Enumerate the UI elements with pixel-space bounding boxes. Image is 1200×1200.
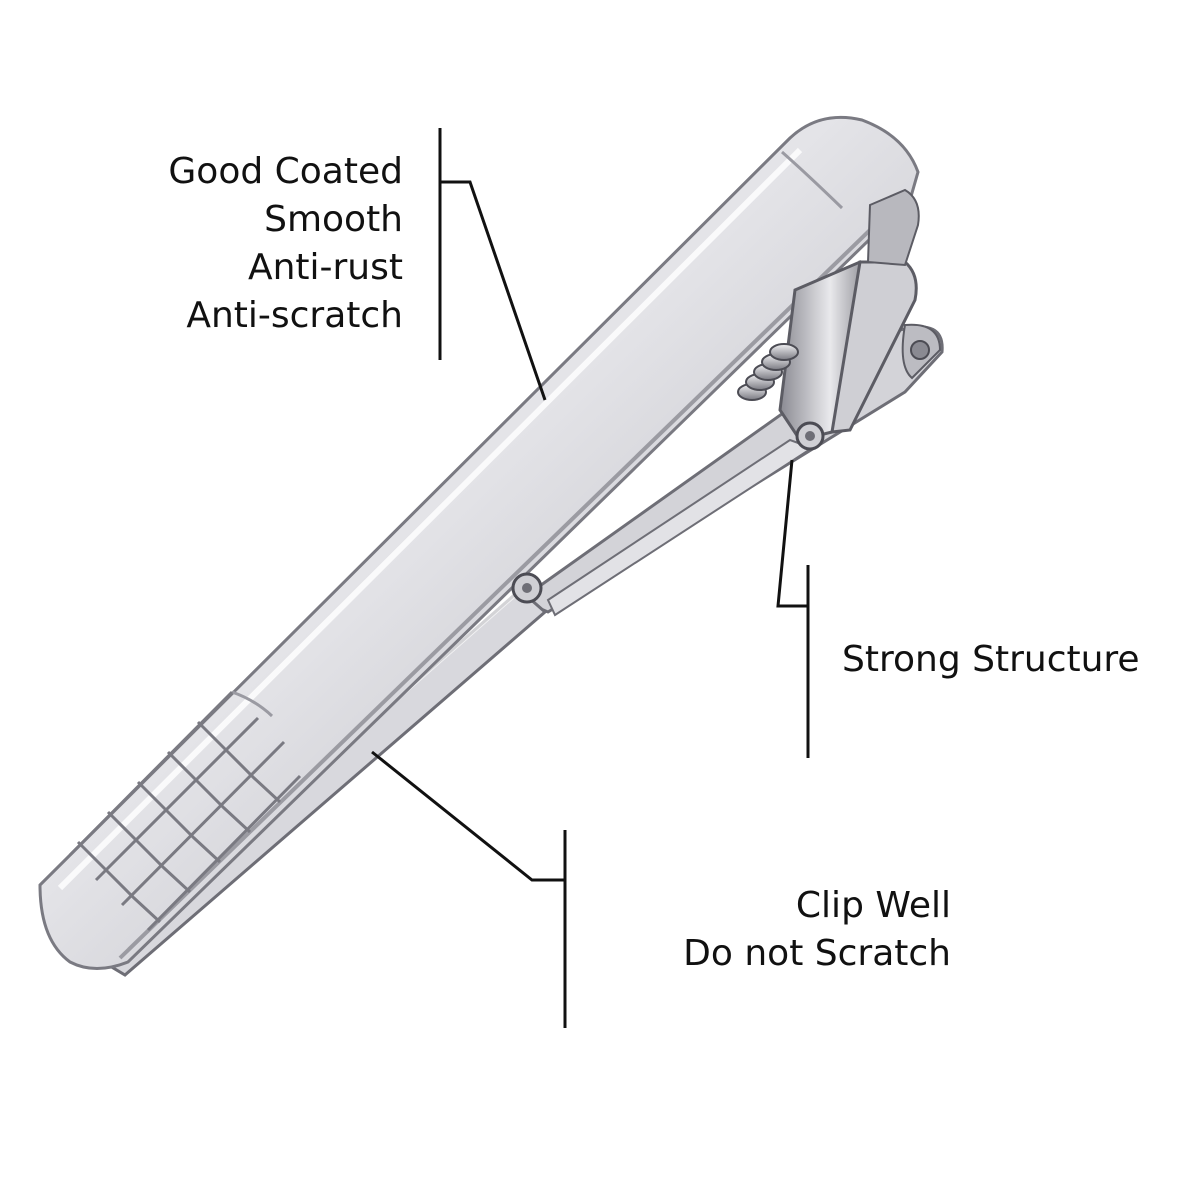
knurled-grip (68, 690, 302, 932)
callout-structure: Strong Structure (842, 636, 1140, 684)
callout-clip-line: Clip Well (795, 885, 951, 926)
leader-line-clip (371, 750, 567, 1028)
leader-lines (371, 128, 810, 1028)
spring-coil (737, 343, 799, 401)
callout-clip-line: Do not Scratch (683, 933, 951, 974)
callout-coating: Good Coated Smooth Anti-rust Anti-scratc… (168, 148, 403, 340)
callout-coating-line: Anti-rust (247, 247, 403, 288)
callout-coating-line: Anti-scratch (186, 295, 403, 336)
tie-bar (38, 115, 920, 970)
callout-structure-line: Strong Structure (842, 639, 1140, 680)
leader-line-coating (438, 128, 547, 401)
leader-line-structure (776, 459, 810, 758)
callout-coating-line: Good Coated (168, 151, 403, 192)
callout-clip: Clip Well Do not Scratch (683, 882, 951, 978)
spring-hinge (511, 188, 920, 617)
callout-coating-line: Smooth (264, 199, 403, 240)
